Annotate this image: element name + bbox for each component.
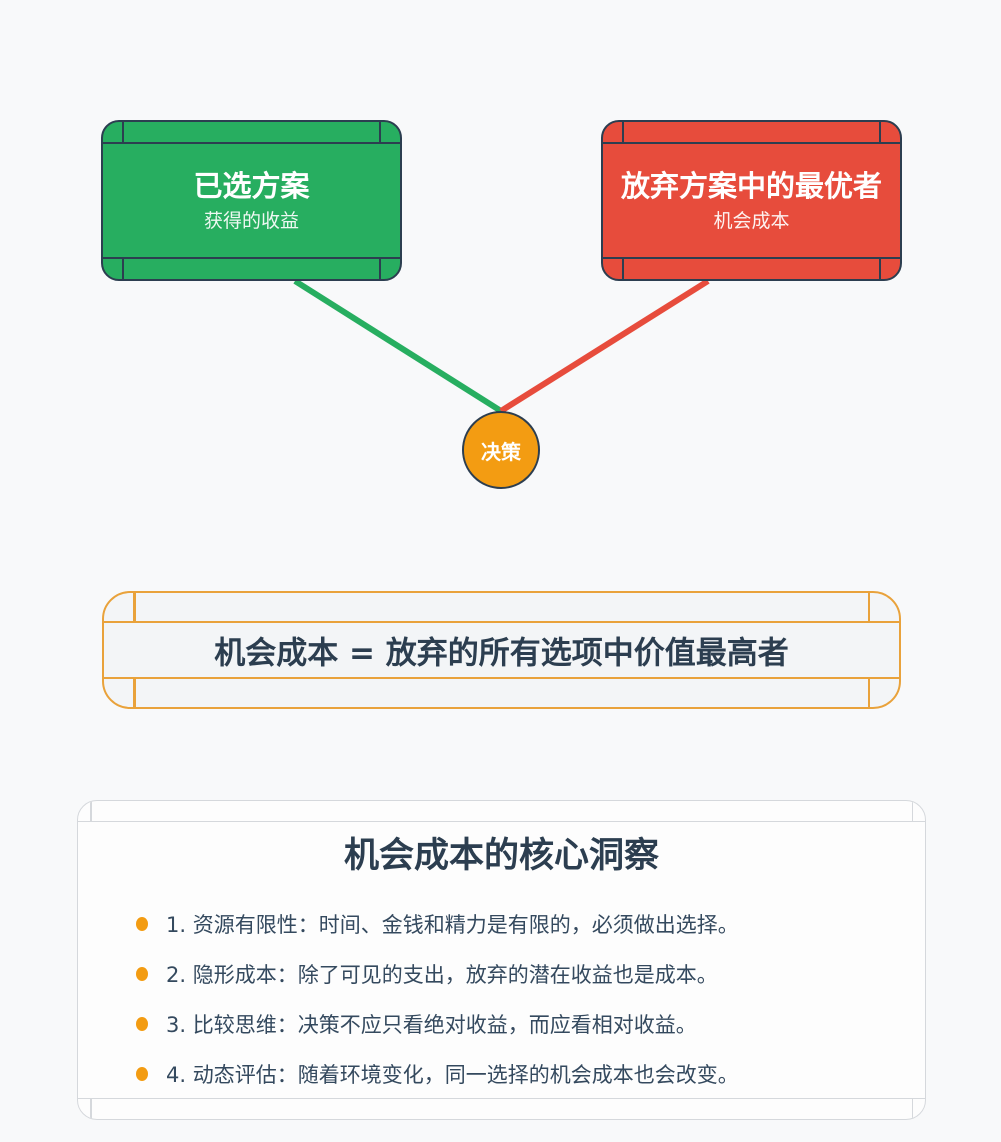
box-top-band — [103, 122, 400, 144]
box-top-band — [603, 122, 900, 144]
insight-text: 1. 资源有限性：时间、金钱和精力是有限的，必须做出选择。 — [166, 913, 739, 937]
insight-text: 4. 动态评估：随着环境变化，同一选择的机会成本也会改变。 — [166, 1063, 739, 1087]
decision-node: 决策 — [462, 411, 540, 489]
formula-text: 机会成本 = 放弃的所有选项中价值最高者 — [214, 635, 789, 672]
decision-label: 决策 — [481, 439, 521, 464]
insights-panel: 机会成本的核心洞察 1. 资源有限性：时间、金钱和精力是有限的，必须做出选择。 … — [77, 800, 926, 1120]
chosen-connector — [293, 278, 503, 414]
box-bottom-band — [603, 257, 900, 279]
insight-text: 2. 隐形成本：除了可见的支出，放弃的潜在收益也是成本。 — [166, 963, 718, 987]
insight-item: 1. 资源有限性：时间、金钱和精力是有限的，必须做出选择。 — [136, 899, 739, 949]
insight-item: 3. 比较思维：决策不应只看绝对收益，而应看相对收益。 — [136, 999, 739, 1049]
bullet-dot-icon — [136, 1017, 148, 1031]
insight-item: 2. 隐形成本：除了可见的支出，放弃的潜在收益也是成本。 — [136, 949, 739, 999]
forgone-option-subtitle: 机会成本 — [713, 209, 790, 232]
formula-box: 机会成本 = 放弃的所有选项中价值最高者 — [102, 591, 901, 709]
chosen-option-box: 已选方案 获得的收益 — [101, 120, 402, 281]
bullet-dot-icon — [136, 917, 148, 931]
insights-list: 1. 资源有限性：时间、金钱和精力是有限的，必须做出选择。 2. 隐形成本：除了… — [136, 899, 739, 1099]
forgone-option-title: 放弃方案中的最优者 — [620, 168, 882, 203]
insight-text: 3. 比较思维：决策不应只看绝对收益，而应看相对收益。 — [166, 1013, 697, 1037]
chosen-option-title: 已选方案 — [193, 168, 310, 203]
forgone-connector — [499, 278, 710, 414]
box-bottom-band — [103, 257, 400, 279]
forgone-option-box: 放弃方案中的最优者 机会成本 — [601, 120, 902, 281]
insights-title: 机会成本的核心洞察 — [343, 836, 659, 876]
bullet-dot-icon — [136, 967, 148, 981]
formula-bottom-band — [104, 677, 899, 707]
insights-top-band — [78, 801, 925, 822]
chosen-option-subtitle: 获得的收益 — [203, 209, 299, 232]
formula-top-band — [104, 593, 899, 623]
insight-item: 4. 动态评估：随着环境变化，同一选择的机会成本也会改变。 — [136, 1049, 739, 1099]
bullet-dot-icon — [136, 1067, 148, 1081]
insights-bottom-band — [78, 1098, 925, 1119]
